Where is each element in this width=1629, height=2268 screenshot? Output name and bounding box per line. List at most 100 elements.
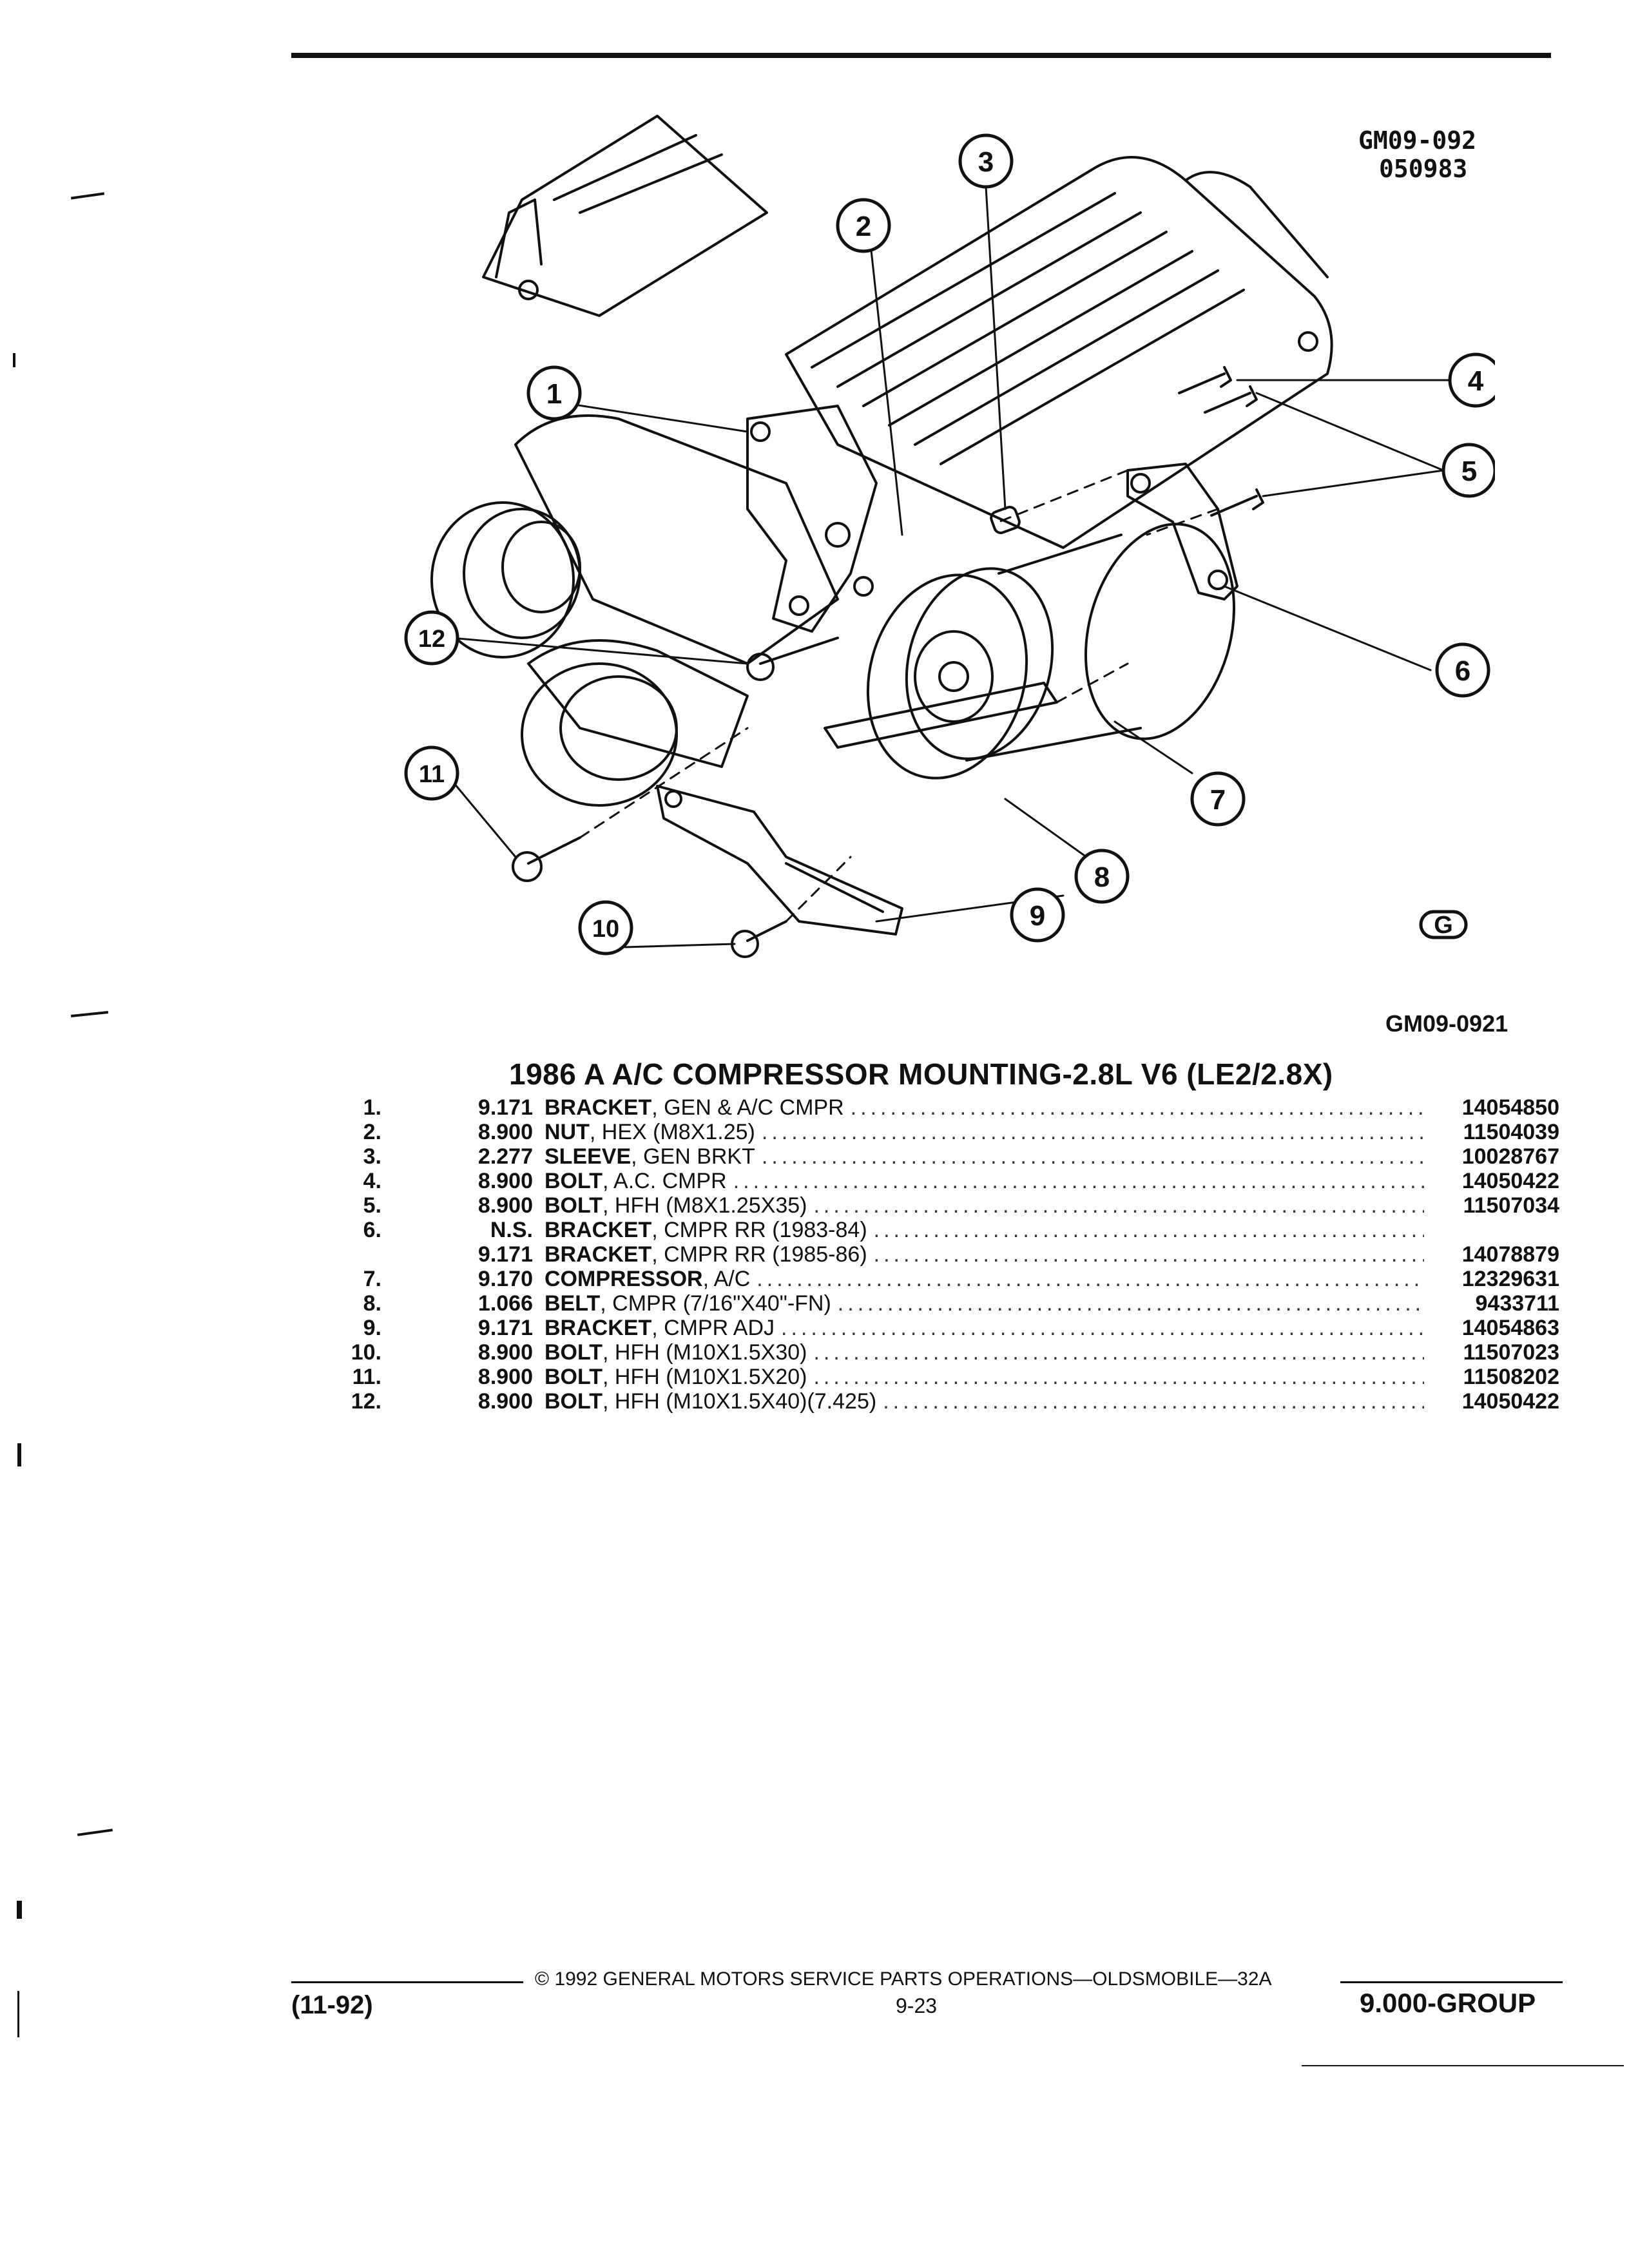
- crank-pulley: [430, 501, 581, 658]
- page-number: 9-23: [896, 1994, 938, 2017]
- description: BRACKET, CMPR ADJ.......................…: [545, 1316, 1424, 1341]
- dot-leader: ........................................…: [873, 1242, 1424, 1267]
- part-name: NUT: [545, 1120, 590, 1144]
- part-number: 11504039: [1463, 1120, 1559, 1144]
- part-number: 14050422: [1461, 1169, 1559, 1193]
- callout-8: 8: [1094, 861, 1110, 893]
- description: BOLT, A.C. CMPR.........................…: [545, 1169, 1424, 1194]
- group-number: 8.900: [477, 1120, 533, 1144]
- part-number: 14054863: [1461, 1316, 1559, 1340]
- margin-mark: [17, 1901, 22, 1919]
- callout-2: 2: [856, 211, 871, 242]
- part-number: 11508202: [1463, 1365, 1559, 1389]
- bolt-5b: [1210, 488, 1264, 517]
- section-title: 1986 A A/C COMPRESSOR MOUNTING-2.8L V6 (…: [509, 1057, 1333, 1091]
- callout-12: 12: [418, 626, 445, 653]
- group-number: 8.900: [477, 1389, 533, 1414]
- description: NUT, HEX (M8X1.25)......................…: [545, 1120, 1424, 1145]
- dot-leader: ........................................…: [757, 1267, 1424, 1291]
- group-label: 9.000-GROUP: [1360, 1988, 1536, 2018]
- exploded-view-illustration: 1 2 3 4 5 6 7 8 9 10 11 12 G: [404, 115, 1495, 958]
- part-name: COMPRESSOR: [545, 1267, 703, 1291]
- callout-11: 11: [419, 761, 445, 788]
- part-name: BRACKET: [545, 1095, 652, 1120]
- dot-leader: ........................................…: [850, 1095, 1424, 1120]
- part-name: BRACKET: [545, 1316, 652, 1340]
- alignment-lines: [579, 469, 1219, 923]
- part-spec: , A/C: [702, 1267, 751, 1291]
- group-number: 8.900: [477, 1365, 533, 1389]
- dot-leader: ........................................…: [733, 1169, 1424, 1193]
- lower-pulley: [521, 662, 678, 807]
- ac-compressor: [866, 523, 1236, 780]
- dot-leader: ........................................…: [813, 1340, 1424, 1365]
- callout-circles: [404, 133, 1495, 956]
- description: BRACKET, CMPR RR (1983-84)..............…: [545, 1218, 1424, 1243]
- part-name: BOLT: [545, 1193, 603, 1218]
- callout-4: 4: [1468, 365, 1484, 397]
- parts-row: 1. 9.171 BRACKET, GEN & A/C CMPR..........…: [348, 1095, 1559, 1120]
- item-number: 9.: [363, 1316, 381, 1340]
- part-spec: , HFH (M8X1.25X35): [602, 1193, 807, 1218]
- part-name: SLEEVE: [545, 1144, 631, 1169]
- part-name: BRACKET: [545, 1218, 652, 1242]
- description: BOLT, HFH (M8X1.25X35)..................…: [545, 1193, 1424, 1218]
- parts-row: 6.N.S.BRACKET, CMPR RR (1983-84)........…: [348, 1218, 1559, 1242]
- description: BRACKET, CMPR RR (1985-86)..............…: [545, 1242, 1424, 1267]
- description: BOLT, HFH (M10X1.5X40)(7.425)...........…: [545, 1389, 1424, 1414]
- part-spec: , HEX (M8X1.25): [589, 1120, 755, 1144]
- description: BELT, CMPR (7/16"X40"-FN)...............…: [545, 1291, 1424, 1316]
- margin-mark: [70, 192, 105, 200]
- description: BOLT, HFH (M10X1.5X30)..................…: [545, 1340, 1424, 1365]
- group-number: N.S.: [490, 1218, 533, 1242]
- figure-code-bottom: GM09-0921: [1385, 1010, 1509, 1037]
- revision-date: (11-92): [291, 1991, 373, 2019]
- callout-3: 3: [978, 146, 994, 178]
- part-name: BRACKET: [545, 1242, 652, 1267]
- bolt-10: [731, 920, 787, 958]
- callout-10: 10: [592, 916, 619, 943]
- front-bracket: [746, 405, 878, 633]
- part-spec: , CMPR (7/16"X40"-FN): [600, 1291, 831, 1316]
- dot-leader: ........................................…: [873, 1218, 1424, 1242]
- callout-9: 9: [1030, 900, 1045, 932]
- gm-logo-icon: G: [1419, 910, 1468, 939]
- dot-leader: ........................................…: [761, 1144, 1424, 1169]
- part-spec: , CMPR ADJ: [651, 1316, 775, 1340]
- bottom-rule: [1302, 2065, 1624, 2066]
- part-number: 14078879: [1461, 1242, 1559, 1267]
- item-number: 2.: [363, 1120, 381, 1144]
- engine-block: [514, 414, 839, 665]
- part-spec: , GEN & A/C CMPR: [651, 1095, 844, 1120]
- group-number: 1.066: [477, 1291, 533, 1316]
- parts-row: 2. 8.900 NUT, HEX (M8X1.25)...............…: [348, 1120, 1559, 1144]
- dot-leader: ........................................…: [837, 1291, 1424, 1316]
- figure-code-top-2: 050983: [1379, 155, 1468, 183]
- margin-mark: [17, 1443, 21, 1466]
- footer-rule-left: [291, 1981, 523, 1983]
- part-spec: , HFH (M10X1.5X40)(7.425): [602, 1389, 877, 1414]
- rear-bracket: [1126, 463, 1239, 601]
- part-spec: , CMPR RR (1983-84): [651, 1218, 867, 1242]
- dot-leader: ........................................…: [813, 1193, 1424, 1218]
- part-spec: , HFH (M10X1.5X20): [602, 1365, 807, 1389]
- part-spec: , A.C. CMPR: [602, 1169, 727, 1193]
- part-number: 10028767: [1461, 1144, 1559, 1169]
- engine-block-lower: [527, 639, 749, 768]
- copyright-line: © 1992 GENERAL MOTORS SERVICE PARTS OPER…: [535, 1968, 1272, 1990]
- engine-valve-cover-right: [785, 156, 1333, 549]
- item-number: 1.: [363, 1095, 381, 1120]
- part-number: 14054850: [1461, 1095, 1559, 1120]
- bolt-5a: [1204, 385, 1258, 414]
- description: COMPRESSOR, A/C.........................…: [545, 1267, 1424, 1292]
- item-number: 3.: [363, 1144, 381, 1169]
- group-number: 8.900: [477, 1169, 533, 1193]
- group-number: 9.171: [477, 1095, 533, 1120]
